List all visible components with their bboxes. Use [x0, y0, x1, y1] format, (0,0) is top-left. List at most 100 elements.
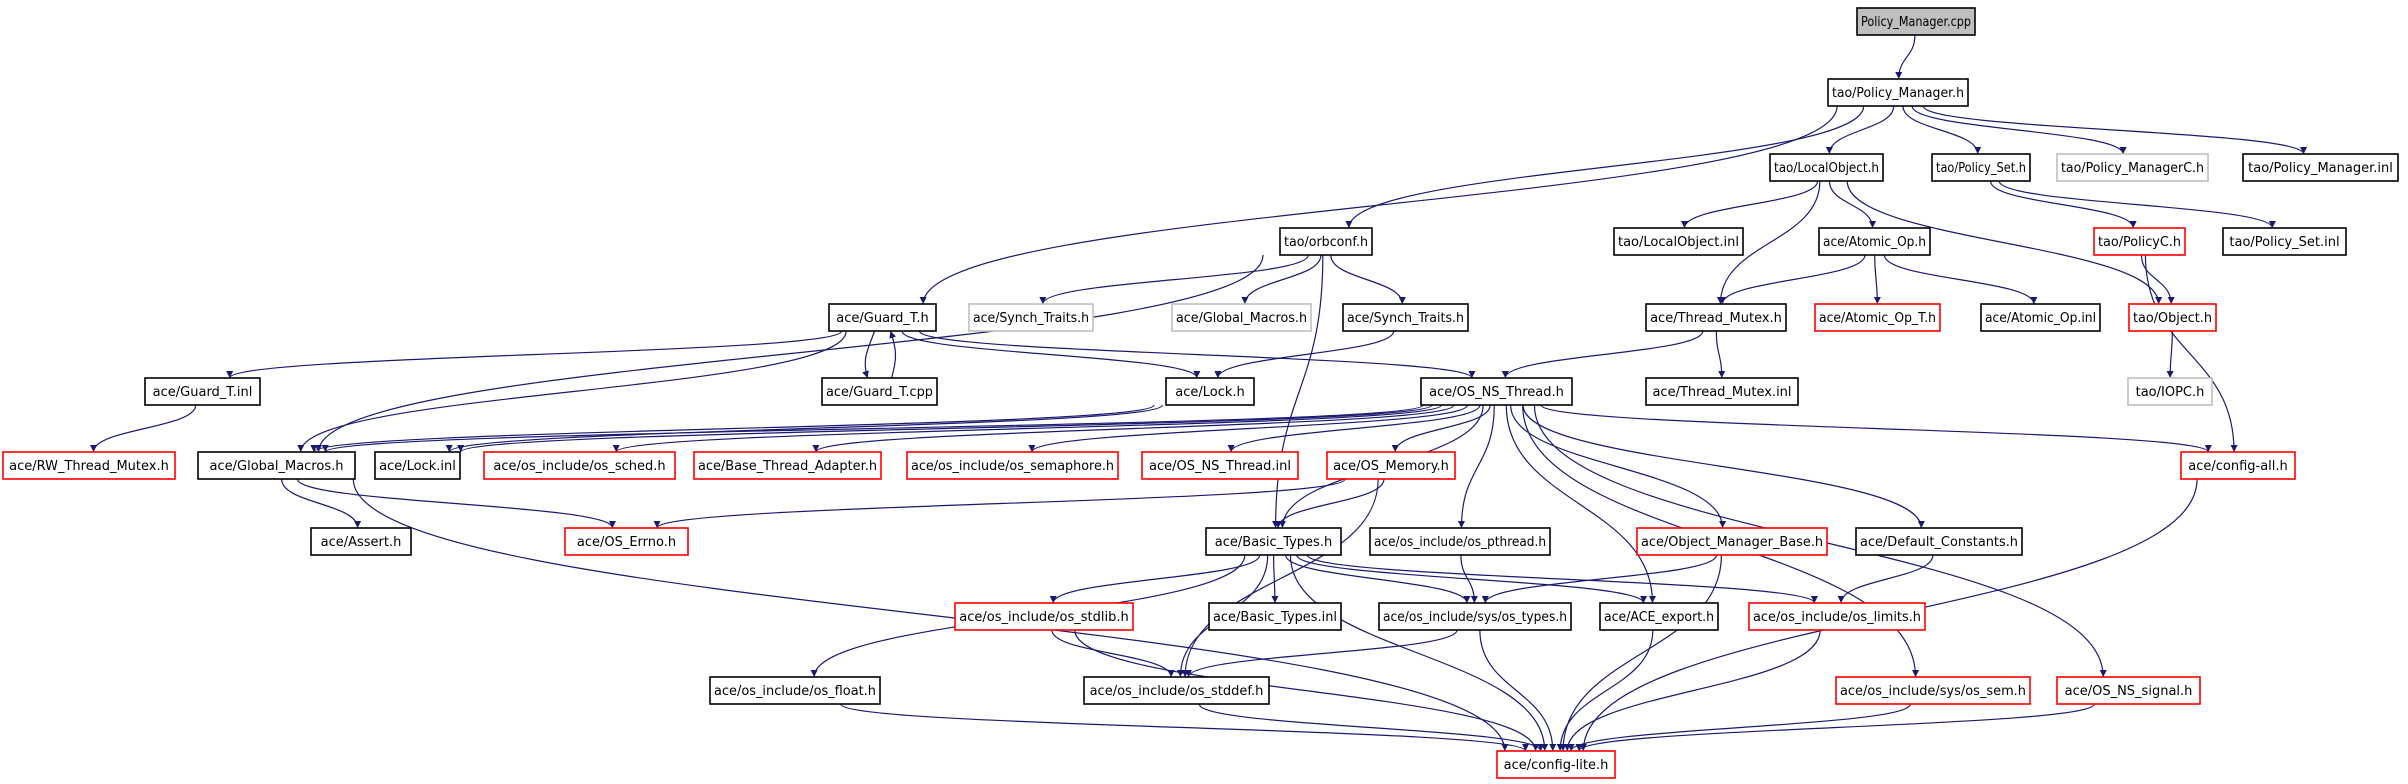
node-pmc[interactable]: tao/Policy_ManagerC.h: [2056, 153, 2209, 182]
node-os-ns-signal[interactable]: ace/OS_NS_signal.h: [2056, 676, 2201, 705]
node-synch[interactable]: ace/Synch_Traits.h: [1342, 303, 1469, 332]
node-pm-inl[interactable]: tao/Policy_Manager.inl: [2242, 153, 2399, 182]
edge-atomic_op-to-atomic_op_t: [1873, 254, 1881, 305]
node-label: ace/os_include/sys/os_types.h: [1383, 610, 1567, 625]
edge-default_const-to-os_limits: [1837, 554, 1934, 604]
node-gmacros[interactable]: ace/Global_Macros.h: [197, 451, 356, 480]
node-os-stddef[interactable]: ace/os_include/os_stddef.h: [1083, 676, 1270, 705]
edge-os_ns_thread-to-os_semaphore: [1028, 404, 1469, 453]
node-localobj[interactable]: tao/LocalObject.h: [1769, 153, 1884, 182]
node-guard-cpp[interactable]: ace/Guard_T.cpp: [821, 377, 938, 406]
node-rw-mutex[interactable]: ace/RW_Thread_Mutex.h: [2, 451, 176, 480]
node-os-memory[interactable]: ace/OS_Memory.h: [1326, 451, 1456, 480]
node-os-ns-thread-inl[interactable]: ace/OS_NS_Thread.inl: [1141, 451, 1299, 480]
node-object-h[interactable]: tao/Object.h: [2128, 303, 2217, 332]
edge-os_ns_thread-to-os_sched: [612, 404, 1443, 453]
node-label: ace/config-all.h: [2188, 459, 2288, 474]
node-guard-h[interactable]: ace/Guard_T.h: [828, 303, 937, 332]
node-assert[interactable]: ace/Assert.h: [310, 527, 412, 556]
node-box: [374, 451, 461, 480]
node-os-stdlib[interactable]: ace/os_include/os_stdlib.h: [954, 602, 1134, 631]
node-atomic-op[interactable]: ace/Atomic_Op.h: [1818, 227, 1931, 256]
node-label: Policy_Manager.cpp: [1861, 15, 1971, 30]
edge-sys_sem-to-config_lite: [1567, 703, 1911, 752]
node-box: [1165, 377, 1255, 406]
node-synch-gray[interactable]: ace/Synch_Traits.h: [968, 303, 1094, 332]
node-atomic-op-t[interactable]: ace/Atomic_Op_T.h: [1814, 303, 1941, 332]
node-thread-mutex[interactable]: ace/Thread_Mutex.h: [1645, 303, 1787, 332]
node-policyset[interactable]: tao/Policy_Set.h: [1931, 153, 2031, 182]
node-box: [1748, 602, 1926, 631]
node-box: [2180, 451, 2296, 480]
node-box: [1599, 602, 1719, 631]
node-label: ace/Basic_Types.inl: [1213, 610, 1337, 625]
node-os-sched[interactable]: ace/os_include/os_sched.h: [483, 451, 676, 480]
node-box: [1141, 451, 1299, 480]
node-sys-types[interactable]: ace/os_include/sys/os_types.h: [1378, 602, 1572, 631]
node-box: [2128, 303, 2217, 332]
node-iopc[interactable]: tao/IOPC.h: [2127, 377, 2213, 406]
edge-orbconf-to-synch_gray: [1039, 254, 1309, 305]
edge-os_ns_thread-to-default_const: [1522, 404, 1925, 529]
node-box: [1420, 377, 1573, 406]
edge-os_memory-to-basic_types: [1274, 478, 1385, 529]
node-policyc[interactable]: tao/PolicyC.h: [2093, 227, 2186, 256]
edge-pm_h-to-pmc: [1911, 105, 2127, 155]
edge-policyset-to-policyc: [1989, 180, 2137, 229]
node-os-pthread[interactable]: ace/os_include/os_pthread.h: [1369, 527, 1551, 556]
node-basic-types[interactable]: ace/Basic_Types.h: [1205, 527, 1342, 556]
node-os-float[interactable]: ace/os_include/os_float.h: [709, 676, 881, 705]
node-label: ace/ACE_export.h: [1604, 610, 1714, 625]
node-orbconf[interactable]: tao/orbconf.h: [1279, 227, 1373, 256]
edge-os_stddef-to-config_lite: [1198, 703, 1545, 752]
node-pm-h[interactable]: tao/Policy_Manager.h: [1827, 78, 1969, 107]
node-root[interactable]: Policy_Manager.cpp: [1856, 7, 1976, 36]
edge-orbconf-to-basic_types: [1272, 254, 1324, 529]
node-os-semaphore[interactable]: ace/os_include/os_semaphore.h: [906, 451, 1119, 480]
node-label: tao/LocalObject.h: [1774, 161, 1879, 176]
edge-guard_h-to-gmacros: [297, 330, 847, 453]
node-localobj-inl[interactable]: tao/LocalObject.inl: [1613, 227, 1744, 256]
node-label: ace/Thread_Mutex.inl: [1652, 385, 1791, 400]
node-basic-types-inl[interactable]: ace/Basic_Types.inl: [1208, 602, 1342, 631]
node-guard-inl[interactable]: ace/Guard_T.inl: [144, 377, 261, 406]
edge-guard_h-to-guard_inl: [226, 330, 843, 379]
edge-localobj-to-thread_mutex: [1716, 180, 1821, 305]
node-box: [1835, 676, 2031, 705]
node-box: [144, 377, 261, 406]
node-config-all[interactable]: ace/config-all.h: [2180, 451, 2296, 480]
edge-os_ns_thread-to-os_ns_thread_inl: [1227, 404, 1481, 453]
node-default-const[interactable]: ace/Default_Constants.h: [1855, 527, 2023, 556]
node-box: [954, 602, 1134, 631]
node-box: [906, 451, 1119, 480]
node-label: ace/Atomic_Op.inl: [1985, 311, 2096, 326]
node-box: [1378, 602, 1572, 631]
node-os-limits[interactable]: ace/os_include/os_limits.h: [1748, 602, 1926, 631]
node-atomic-op-inl[interactable]: ace/Atomic_Op.inl: [1980, 303, 2101, 332]
node-sys-sem[interactable]: ace/os_include/sys/os_sem.h: [1835, 676, 2031, 705]
node-box: [1980, 303, 2101, 332]
node-label: ace/os_include/os_pthread.h: [1374, 535, 1546, 550]
node-base-thread[interactable]: ace/Base_Thread_Adapter.h: [693, 451, 882, 480]
node-label: tao/Policy_Manager.inl: [2248, 161, 2393, 176]
node-label: tao/Policy_Set.inl: [2229, 235, 2339, 250]
node-os-ns-thread[interactable]: ace/OS_NS_Thread.h: [1420, 377, 1573, 406]
node-config-lite[interactable]: ace/config-lite.h: [1496, 750, 1616, 779]
node-policyset-inl[interactable]: tao/Policy_Set.inl: [2222, 227, 2347, 256]
node-box: [1279, 227, 1373, 256]
node-box: [2127, 377, 2213, 406]
node-box: [1326, 451, 1456, 480]
node-label: ace/Atomic_Op.h: [1823, 235, 1926, 250]
node-lock-h[interactable]: ace/Lock.h: [1165, 377, 1255, 406]
node-thread-mutex-inl[interactable]: ace/Thread_Mutex.inl: [1645, 377, 1799, 406]
node-os-errno[interactable]: ace/OS_Errno.h: [564, 527, 689, 556]
node-gmacros-gray[interactable]: ace/Global_Macros.h: [1171, 303, 1312, 332]
node-label: tao/IOPC.h: [2136, 385, 2205, 400]
edge-os_ns_thread-to-gmacros: [322, 404, 1424, 453]
node-ace-export[interactable]: ace/ACE_export.h: [1599, 602, 1719, 631]
node-box: [1205, 527, 1342, 556]
node-box: [1171, 303, 1312, 332]
node-obj-mgr-base[interactable]: ace/Object_Manager_Base.h: [1636, 527, 1828, 556]
edge-guard_h-to-os_ns_thread: [918, 330, 1476, 379]
node-lock-inl[interactable]: ace/Lock.inl: [374, 451, 461, 480]
